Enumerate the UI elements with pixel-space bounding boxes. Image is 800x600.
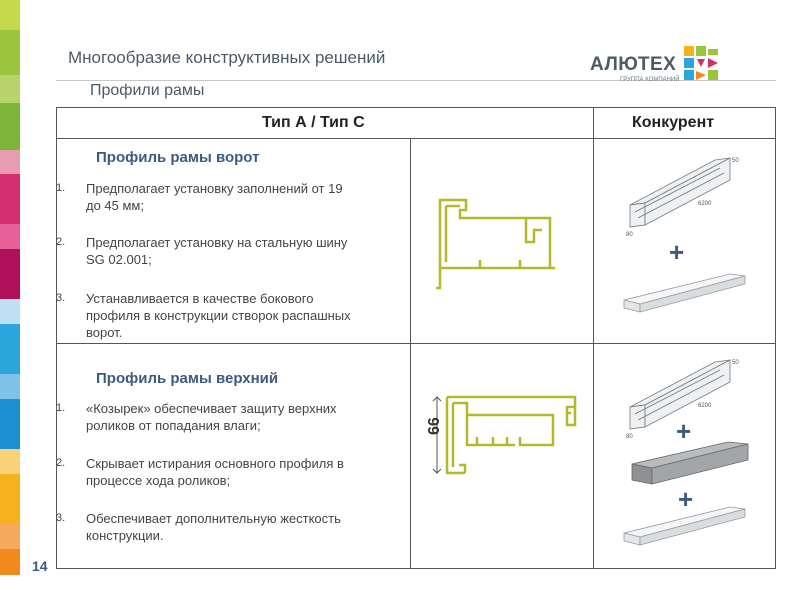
column-divider (593, 107, 594, 569)
list-item: Предполагает установку на стальную шину … (86, 235, 348, 267)
table-header-divider (56, 138, 776, 139)
competitor-cover-strip-image (623, 506, 746, 546)
list-number: 1. (56, 402, 66, 414)
column-header-type: Тип А / Тип С (262, 114, 365, 131)
plus-sign: + (676, 416, 692, 446)
list-item: Устанавливается в качестве бокового проф… (86, 291, 351, 340)
company-logo: АЛЮТЕХ ГРУППА КОМПАНИЙ (590, 48, 720, 88)
dimension-label: 6200 (698, 201, 712, 207)
dimension-label: 66 (426, 417, 443, 435)
list-item: Предполагает установку заполнений от 19 … (86, 181, 343, 213)
list-item: Скрывает истирания основного профиля в п… (86, 456, 344, 488)
dimension-label: 80 (626, 232, 633, 238)
dimension-label: 80 (626, 434, 633, 440)
dimension-label: 50 (732, 158, 739, 164)
section-title: Профиль рамы верхний (96, 370, 279, 387)
list-number: 2. (56, 457, 66, 469)
competitor-cover-strip-image (623, 273, 746, 313)
comparison-table (56, 107, 776, 569)
plus-sign: + (669, 237, 685, 267)
page-title: Многообразие конструктивных решений (68, 48, 386, 67)
row-divider (56, 343, 776, 344)
alutech-logo-icon (684, 46, 718, 80)
decorative-color-stripe (0, 0, 20, 600)
page-subtitle: Профили рамы (90, 82, 205, 99)
list-number: 3. (56, 512, 66, 524)
logo-name: АЛЮТЕХ (590, 54, 677, 75)
page-number: 14 (32, 558, 48, 574)
logo-tagline: ГРУППА КОМПАНИЙ (620, 77, 680, 83)
competitor-profile-image: 50 6200 80 (626, 359, 739, 440)
list-number: 1. (56, 182, 66, 194)
list-number: 2. (56, 236, 66, 248)
top-frame-profile-drawing: 66 (426, 395, 577, 475)
column-header-competitor: Конкурент (632, 114, 715, 131)
frame-profile-drawing (436, 198, 555, 290)
dimension-label: 6200 (698, 403, 712, 409)
header-divider (56, 80, 776, 81)
list-number: 3. (56, 292, 66, 304)
competitor-profile-image: 50 6200 80 (626, 157, 739, 238)
list-item: Обеспечивает дополнительную жесткость ко… (86, 511, 341, 543)
section-title: Профиль рамы ворот (96, 149, 260, 166)
column-divider (410, 138, 411, 569)
competitor-cap-profile-image (631, 441, 749, 485)
plus-sign: + (678, 484, 694, 514)
dimension-label: 50 (732, 360, 739, 366)
list-item: «Козырек» обеспечивает защиту верхних ро… (86, 401, 337, 433)
